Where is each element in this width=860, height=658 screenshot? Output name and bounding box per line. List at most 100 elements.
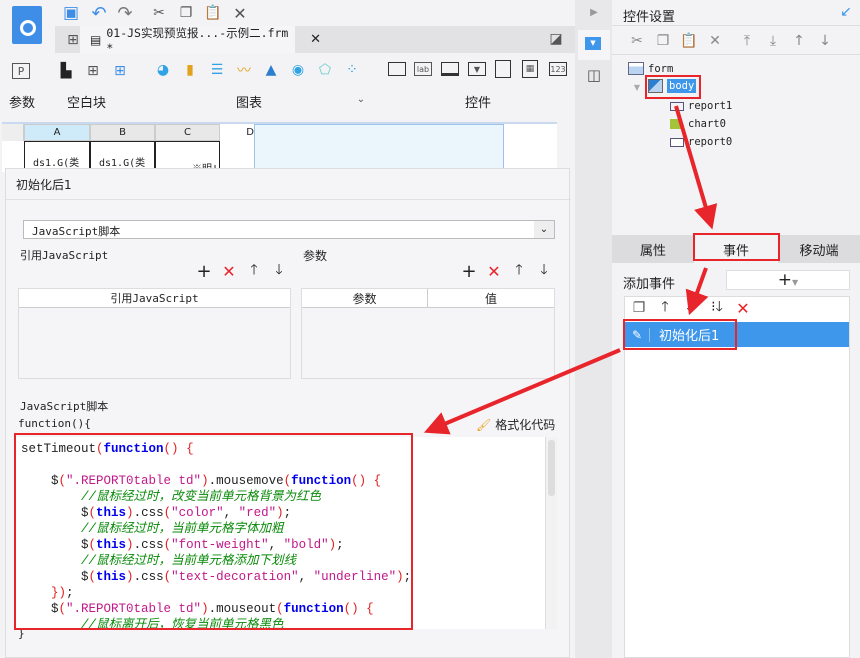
block-icon-1[interactable]: ▙ (60, 63, 72, 79)
combo-widget-icon[interactable]: ▼ (468, 62, 486, 76)
event-move-icon[interactable]: ⁝🡓 (711, 299, 723, 315)
gauge-chart-icon[interactable]: ◉ (291, 62, 305, 78)
code-line: $(this).css("font-weight", "bold"); (21, 537, 545, 553)
copy-icon[interactable]: ❐ (656, 33, 670, 49)
code-editor[interactable]: setTimeout(function() { $(".REPORT0table… (15, 437, 545, 629)
code-line: $(this).css("color", "red"); (21, 505, 545, 521)
code-token: "color" (171, 506, 224, 520)
edit-pencil-icon[interactable]: ✎ (625, 327, 650, 342)
paste-icon[interactable]: 📋 (204, 5, 222, 21)
app-logo[interactable] (12, 6, 42, 44)
param-down-icon[interactable]: 🡓 (540, 262, 548, 278)
area-chart-icon[interactable]: ▲ (265, 62, 277, 78)
number-widget-icon[interactable]: 123 (549, 62, 567, 76)
file-tab[interactable]: ▤ 01-JS实现预览报...-示例二.frm * ✕ (80, 26, 321, 55)
side-strip (575, 0, 612, 658)
move-top-icon[interactable]: ⤒ (743, 33, 751, 49)
tab-mobile[interactable]: 移动端 (799, 243, 839, 259)
tree-widget-icon[interactable] (495, 60, 511, 78)
column-header-b[interactable]: B (90, 124, 155, 141)
code-token: $ (21, 602, 59, 616)
move-bottom-icon[interactable]: ⤓ (769, 33, 777, 49)
expand-arrow-icon[interactable]: ▶ (590, 6, 598, 18)
group-label-widgets: 控件 (465, 96, 492, 111)
code-token: ( (88, 538, 97, 552)
new-tab-icon[interactable]: ⊞ (67, 32, 79, 48)
code-token: this (96, 538, 127, 552)
move-up-icon[interactable]: ↑ (793, 33, 805, 49)
event-list[interactable] (624, 296, 850, 658)
undo-icon[interactable]: ↶ (91, 2, 107, 24)
line-chart-icon[interactable]: 〰 (237, 63, 251, 79)
move-down-icon[interactable]: ↓ (819, 33, 831, 49)
code-token: this (96, 506, 127, 520)
group-label-charts: 图表 (236, 96, 263, 111)
param-up-icon[interactable]: 🡑 (515, 262, 523, 278)
column-header-a[interactable]: A (24, 124, 90, 141)
widget-settings-tab[interactable]: ▼ (578, 30, 610, 60)
bar-chart-icon[interactable]: ▮ (186, 62, 194, 78)
collapse-icon[interactable]: ↙ (840, 4, 852, 20)
code-token: $ (21, 474, 59, 488)
cut-icon[interactable]: ✂ (631, 33, 643, 49)
label-widget-icon[interactable]: lab (414, 62, 432, 76)
tree-node-body[interactable]: body (648, 79, 697, 93)
delete-param-icon[interactable]: ✕ (487, 261, 501, 281)
scatter-chart-icon[interactable]: ⁘ (346, 62, 358, 78)
pie-chart-icon[interactable]: ◕ (156, 62, 170, 78)
delete-icon[interactable]: ✕ (709, 33, 721, 49)
param-icon[interactable]: P (12, 63, 30, 79)
block-icon-3[interactable]: ⊞ (114, 63, 126, 79)
ref-js-label: 引用JavaScript (20, 249, 109, 262)
code-highlight-box (14, 433, 413, 630)
add-icon[interactable]: + (196, 260, 212, 282)
move-down-icon[interactable]: 🡓 (275, 262, 283, 278)
move-up-icon[interactable]: 🡑 (250, 262, 258, 278)
radar-chart-icon[interactable]: ⬠ (318, 62, 332, 78)
report-grid[interactable]: A B C D ds1.G(类别 ds1.G(类别 ※明! (2, 122, 557, 174)
arrow-body-to-events (674, 105, 718, 230)
event-item[interactable]: ✎ 初始化后1 (625, 322, 849, 347)
code-token: $ (21, 538, 89, 552)
add-param-icon[interactable]: + (461, 260, 477, 282)
code-token: $ (21, 570, 89, 584)
tab-properties[interactable]: 属性 (639, 243, 666, 259)
cut-icon[interactable]: ✂ (153, 5, 165, 21)
code-token: "underline" (313, 570, 397, 584)
event-delete-icon[interactable]: ✕ (736, 298, 750, 318)
code-scrollbar[interactable] (545, 437, 557, 629)
layout-icon[interactable]: ◫ (586, 66, 602, 84)
paste-icon[interactable]: 📋 (680, 33, 698, 49)
params-table[interactable]: 参数 值 (301, 288, 555, 379)
code-token: ) (126, 570, 134, 584)
copy-icon[interactable]: ❐ (179, 5, 193, 21)
close-tab-icon[interactable]: ✕ (310, 32, 321, 47)
event-up-icon[interactable]: 🡑 (661, 299, 669, 315)
tab-menu-icon[interactable]: ◪ (549, 31, 563, 47)
save-icon[interactable]: ▣ (62, 3, 80, 23)
param-header-value: 值 (428, 289, 554, 308)
tree-expand-icon[interactable]: ▼ (633, 82, 641, 92)
redo-icon[interactable]: ↷ (117, 2, 133, 24)
group-label-params: 参数 (9, 96, 36, 111)
delete-icon[interactable]: ✕ (233, 3, 247, 23)
tab-events[interactable]: 事件 (694, 235, 778, 263)
chevron-down-icon[interactable]: ⌄ (356, 93, 366, 105)
column-header-c[interactable]: C (155, 124, 220, 141)
textbox-widget-icon[interactable] (388, 62, 406, 76)
hbar-chart-icon[interactable]: ☰ (210, 62, 224, 78)
copy-event-icon[interactable]: ❐ (632, 300, 646, 316)
script-type-select[interactable]: JavaScript脚本 ⌄ (23, 220, 555, 239)
add-event-button[interactable]: +▼ (726, 270, 850, 290)
tree-node-form[interactable]: form (628, 62, 673, 75)
column-header-d[interactable]: D (246, 127, 254, 138)
ref-js-table[interactable]: 引用JavaScript (18, 288, 291, 379)
tree-node-report0[interactable]: report0 (670, 136, 732, 148)
block-icon-2[interactable]: ⊞ (87, 63, 99, 79)
date-widget-icon[interactable]: ▦ (522, 60, 538, 78)
code-line: $(this).css("text-decoration", "underlin… (21, 569, 545, 585)
format-code-button[interactable]: 🖌 格式化代码 (476, 416, 555, 433)
delete-icon[interactable]: ✕ (222, 261, 236, 281)
tree-node-chart0[interactable]: chart0 (670, 118, 726, 130)
button-widget-icon[interactable] (441, 62, 459, 76)
